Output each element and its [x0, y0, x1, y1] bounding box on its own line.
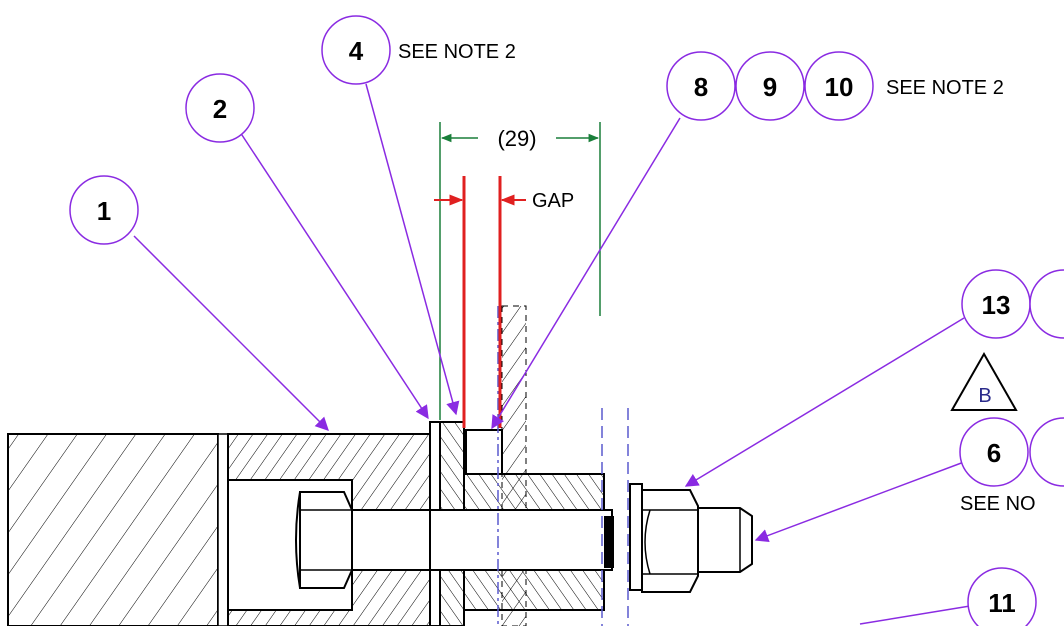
- balloon-8: 8: [666, 51, 736, 121]
- balloon-11-label: 11: [988, 588, 1016, 618]
- balloon-9-label: 9: [763, 72, 777, 102]
- bolt-head: [295, 491, 353, 589]
- dimension-value: (29): [497, 126, 536, 151]
- insert-block: [465, 429, 503, 475]
- balloon-2: 2: [185, 73, 255, 143]
- bolt-shaft: [351, 509, 613, 571]
- leader-8: [491, 117, 681, 430]
- hex-nut: [641, 489, 699, 593]
- balloon-6-label: 6: [987, 438, 1001, 468]
- balloon-6-neighbor-cut: [1029, 417, 1064, 487]
- stud-end: [697, 507, 753, 573]
- balloon-11: 11: [967, 567, 1037, 626]
- washer: [629, 483, 643, 591]
- body-block-left: [7, 433, 219, 626]
- balloon-6: 6 SEE NO: [959, 417, 1064, 515]
- note-see-no-cut: SEE NO: [960, 493, 1036, 515]
- balloon-8-label: 8: [694, 72, 708, 102]
- balloon-13: 13: [961, 269, 1064, 339]
- leader-4: [365, 83, 460, 416]
- gap-indicator: GAP: [434, 176, 574, 428]
- balloon-10-label: 10: [825, 72, 854, 102]
- balloon-10: 10 SEE NOTE 2: [804, 51, 1004, 121]
- balloon-4-label: 4: [349, 36, 364, 66]
- sleeve-lower: [463, 567, 605, 611]
- balloon-2-label: 2: [213, 94, 227, 124]
- balloon-13-neighbor-cut: [1029, 269, 1064, 339]
- balloon-1-label: 1: [97, 196, 111, 226]
- datum-triangle-b: B: [950, 351, 1018, 411]
- balloon-9: 9: [735, 51, 805, 121]
- thread-gap: [604, 516, 614, 568]
- dimension-29: (29): [439, 122, 601, 420]
- leader-6: [754, 461, 965, 543]
- balloon-13-label: 13: [982, 290, 1011, 320]
- body-block-step: [217, 433, 229, 626]
- gap-label: GAP: [532, 190, 574, 212]
- part-geometry: [7, 305, 753, 626]
- leader-2: [239, 131, 429, 420]
- note-see-note-2-right: SEE NOTE 2: [886, 77, 1004, 99]
- leader-13: [684, 317, 965, 487]
- balloon-4: 4 SEE NOTE 2: [321, 15, 516, 85]
- leader-1: [133, 235, 329, 431]
- leader-11: [859, 605, 971, 625]
- note-see-note-2-top: SEE NOTE 2: [398, 41, 516, 63]
- leaders: [133, 83, 971, 625]
- balloons: 1 2 4 SEE NOTE 2 8 9 10 SEE NOTE 2 13: [69, 15, 1064, 626]
- datum-label: B: [978, 385, 991, 407]
- balloon-1: 1: [69, 175, 139, 245]
